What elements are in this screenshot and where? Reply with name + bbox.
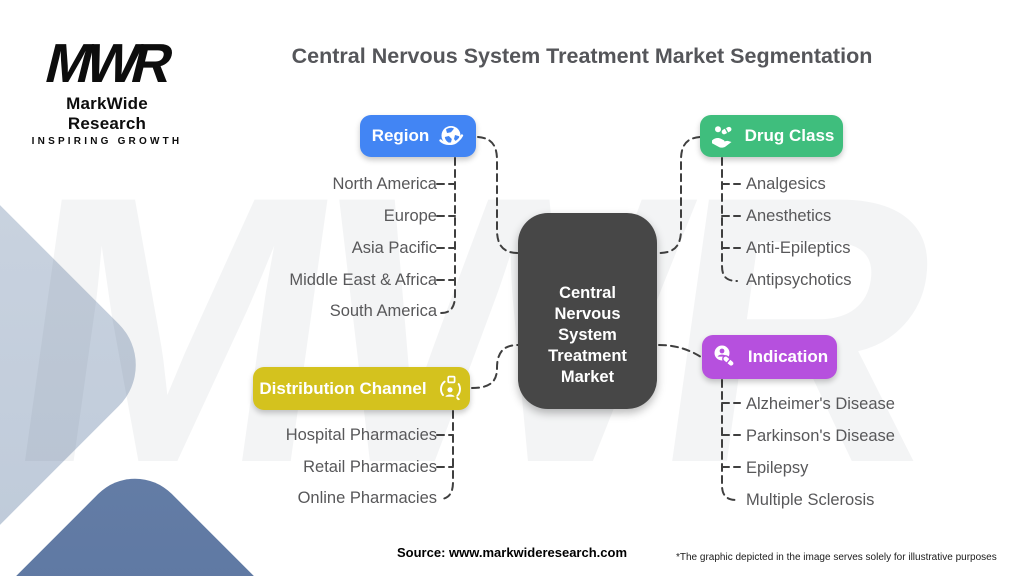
segment-item-indication: Multiple Sclerosis bbox=[746, 491, 875, 509]
segment-item-region: Europe bbox=[383, 207, 437, 225]
delivery-cycle-icon bbox=[436, 375, 464, 403]
central-market-node: Central Nervous System Treatment Market bbox=[518, 213, 657, 409]
connector-drugclass-spine bbox=[721, 157, 738, 282]
segment-item-indication: Parkinson's Disease bbox=[746, 427, 895, 445]
central-label-line: Treatment bbox=[548, 347, 627, 365]
central-market-label: Central Nervous System Treatment Market bbox=[518, 283, 657, 388]
source-text: Source: www.markwideresearch.com bbox=[397, 545, 628, 560]
central-label-line: Nervous bbox=[554, 305, 621, 323]
connector-drugclass-center bbox=[658, 136, 701, 254]
branch-label-indication: Indication bbox=[747, 347, 829, 366]
segment-item-drug-class: Anti-Epileptics bbox=[746, 239, 851, 257]
connector-distribution-center bbox=[471, 344, 519, 389]
page-title: Central Nervous System Treatment Market … bbox=[291, 44, 873, 68]
segment-item-drug-class: Anesthetics bbox=[746, 207, 832, 225]
logo-name: MarkWide Research bbox=[66, 94, 148, 133]
segment-item-distribution: Retail Pharmacies bbox=[303, 458, 437, 476]
central-label-line: Market bbox=[560, 368, 615, 386]
segment-item-distribution: Online Pharmacies bbox=[297, 489, 437, 507]
branch-label-region: Region bbox=[371, 126, 430, 145]
logo-mark: MWR bbox=[39, 32, 175, 94]
segment-item-region: North America bbox=[332, 175, 437, 193]
logo-tagline: INSPIRING GROWTH bbox=[31, 136, 183, 147]
globe-icon bbox=[438, 123, 464, 149]
segment-item-region: Middle East & Africa bbox=[289, 271, 437, 289]
connector-region-spine bbox=[440, 157, 456, 314]
connector-region-center bbox=[477, 136, 519, 254]
segment-item-region: South America bbox=[329, 302, 437, 320]
segment-item-region: Asia Pacific bbox=[351, 239, 437, 257]
patient-capsule-icon bbox=[711, 343, 739, 371]
branch-label-drug-class: Drug Class bbox=[744, 126, 835, 145]
segment-item-drug-class: Analgesics bbox=[746, 175, 826, 193]
central-label-line: Central bbox=[559, 284, 616, 302]
hand-pills-icon bbox=[709, 123, 736, 150]
central-label-line: System bbox=[558, 326, 617, 344]
branch-label-distribution-channel: Distribution Channel bbox=[259, 378, 427, 398]
connector-distribution-spine bbox=[439, 410, 454, 500]
connector-indication-center bbox=[658, 344, 702, 358]
logo: MWR MarkWide Research INSPIRING GROWTH bbox=[26, 32, 188, 147]
segment-item-drug-class: Antipsychotics bbox=[746, 271, 852, 289]
branch-node-indication: Indication bbox=[702, 335, 837, 379]
disclaimer-text: *The graphic depicted in the image serve… bbox=[676, 552, 997, 563]
branch-node-region: Region bbox=[360, 115, 476, 157]
segment-item-indication: Epilepsy bbox=[746, 459, 809, 477]
segment-item-distribution: Hospital Pharmacies bbox=[285, 426, 437, 444]
branch-node-drug-class: Drug Class bbox=[700, 115, 843, 157]
segment-item-indication: Alzheimer's Disease bbox=[746, 395, 895, 413]
connector-indication-spine bbox=[721, 379, 738, 501]
branch-node-distribution-channel: Distribution Channel bbox=[253, 367, 470, 410]
